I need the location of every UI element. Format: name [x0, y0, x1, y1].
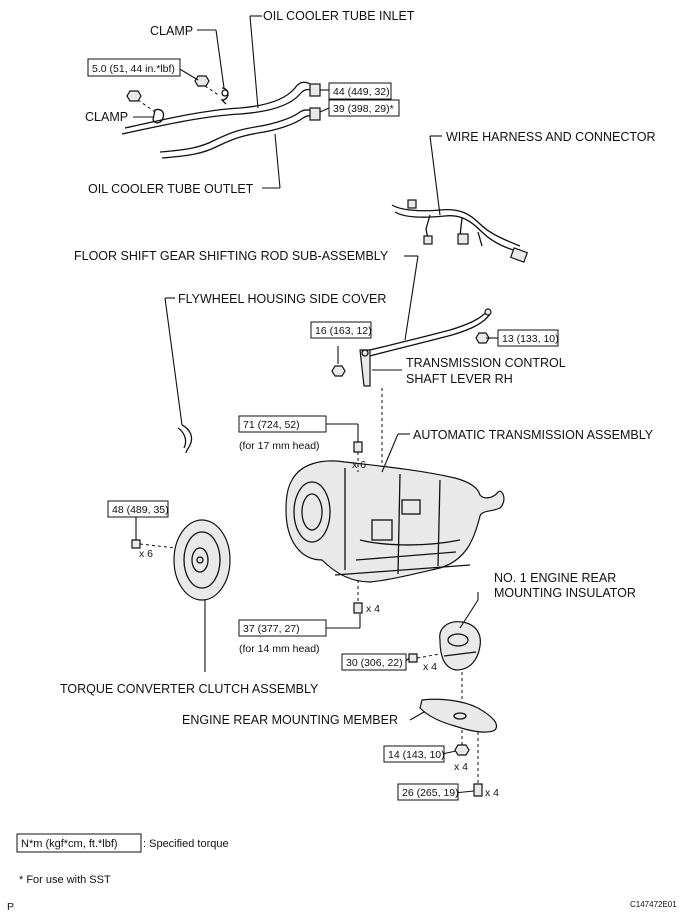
rod-nut	[475, 332, 490, 344]
member-bolt	[473, 783, 483, 797]
torque-box-17mm	[238, 415, 327, 433]
flywheel-cover-part	[177, 424, 193, 454]
torque-17mm: 71 (724, 52)	[243, 419, 300, 431]
label-trans-lever-1: TRANSMISSION CONTROL	[406, 356, 566, 370]
torque-box-member-nut	[383, 745, 445, 763]
torque-box-converter	[107, 500, 169, 518]
torque-14mm: 37 (377, 27)	[243, 623, 300, 635]
clamp-bolt-part	[126, 75, 210, 102]
label-clamp-top: CLAMP	[150, 24, 193, 38]
shaft-lever-part	[359, 349, 371, 387]
oil-cooler-tubes	[121, 81, 321, 159]
torque-inlet-sst: 39 (398, 29)*	[333, 103, 394, 115]
insulator-bolt	[408, 653, 418, 663]
label-clamp-left: CLAMP	[85, 110, 128, 124]
torque-box-14mm	[238, 619, 327, 637]
label-wire-harness: WIRE HARNESS AND CONNECTOR	[446, 130, 656, 144]
torque-box-lever-nut	[310, 321, 372, 339]
torque-rod-nut: 13 (133, 10)	[502, 333, 559, 345]
count-x6-17mm: x 6	[352, 459, 366, 471]
torque-box-rod-nut	[497, 329, 559, 347]
label-oil-cooler-inlet: OIL COOLER TUBE INLET	[263, 9, 415, 23]
label-floor-shift: FLOOR SHIFT GEAR SHIFTING ROD SUB-ASSEMB…	[74, 249, 389, 263]
legend-unit-text: N*m (kgf*cm, ft.*lbf)	[21, 838, 118, 850]
shift-rod-part	[361, 308, 492, 359]
torque-inlet: 44 (449, 32)	[333, 86, 390, 98]
label-oil-cooler-outlet: OIL COOLER TUBE OUTLET	[88, 182, 254, 196]
converter-bolt	[131, 539, 141, 549]
torque-box-insulator	[341, 653, 407, 671]
torque-member-nut: 14 (143, 10)	[388, 749, 445, 761]
torque-box-clamp-bolt	[87, 58, 181, 77]
count-x4-member-bolt: x 4	[485, 787, 499, 799]
count-x6-converter: x 6	[139, 548, 153, 560]
torque-box-member-bolt	[397, 783, 459, 801]
torque-insulator: 30 (306, 22)	[346, 657, 403, 669]
torque-box-inlet	[328, 82, 392, 100]
legend-unit-desc: : Specified torque	[143, 838, 229, 850]
figure-code: C147472E01	[630, 900, 677, 909]
note-14mm: (for 14 mm head)	[239, 643, 320, 655]
label-engine-insulator-2: MOUNTING INSULATOR	[494, 586, 636, 600]
bolt-17mm	[353, 441, 363, 453]
clamp-left-part	[152, 108, 165, 124]
lever-nut	[331, 365, 346, 377]
label-engine-insulator-1: NO. 1 ENGINE REAR	[494, 571, 616, 585]
count-x4-14mm: x 4	[366, 603, 380, 615]
clamp-top-part	[220, 87, 229, 105]
label-auto-trans: AUTOMATIC TRANSMISSION ASSEMBLY	[413, 428, 654, 442]
wire-harness-part	[391, 199, 529, 263]
count-x4-member-nut: x 4	[454, 761, 468, 773]
legend-sst-note: * For use with SST	[19, 874, 111, 886]
label-trans-lever-2: SHAFT LEVER RH	[406, 372, 513, 386]
torque-box-inlet-sst	[328, 99, 400, 117]
label-flywheel-cover: FLYWHEEL HOUSING SIDE COVER	[178, 292, 386, 306]
torque-converter-part	[173, 519, 231, 601]
label-torque-converter: TORQUE CONVERTER CLUTCH ASSEMBLY	[60, 682, 319, 696]
transmission-part	[285, 460, 505, 583]
label-engine-rear-member: ENGINE REAR MOUNTING MEMBER	[182, 713, 398, 727]
legend-unit-box	[16, 833, 142, 853]
bolt-14mm	[353, 602, 363, 614]
rear-member-part	[419, 698, 498, 733]
torque-converter: 48 (489, 35)	[112, 504, 169, 516]
count-x4-insulator: x 4	[423, 661, 437, 673]
page-letter: P	[7, 901, 14, 913]
note-17mm: (for 17 mm head)	[239, 440, 320, 452]
torque-clamp-bolt: 5.0 (51, 44 in.*lbf)	[92, 63, 175, 75]
insulator-part	[439, 621, 481, 671]
member-nut	[454, 744, 470, 756]
torque-member-bolt: 26 (265, 19)	[402, 787, 459, 799]
torque-lever-nut: 16 (163, 12)	[315, 325, 372, 337]
